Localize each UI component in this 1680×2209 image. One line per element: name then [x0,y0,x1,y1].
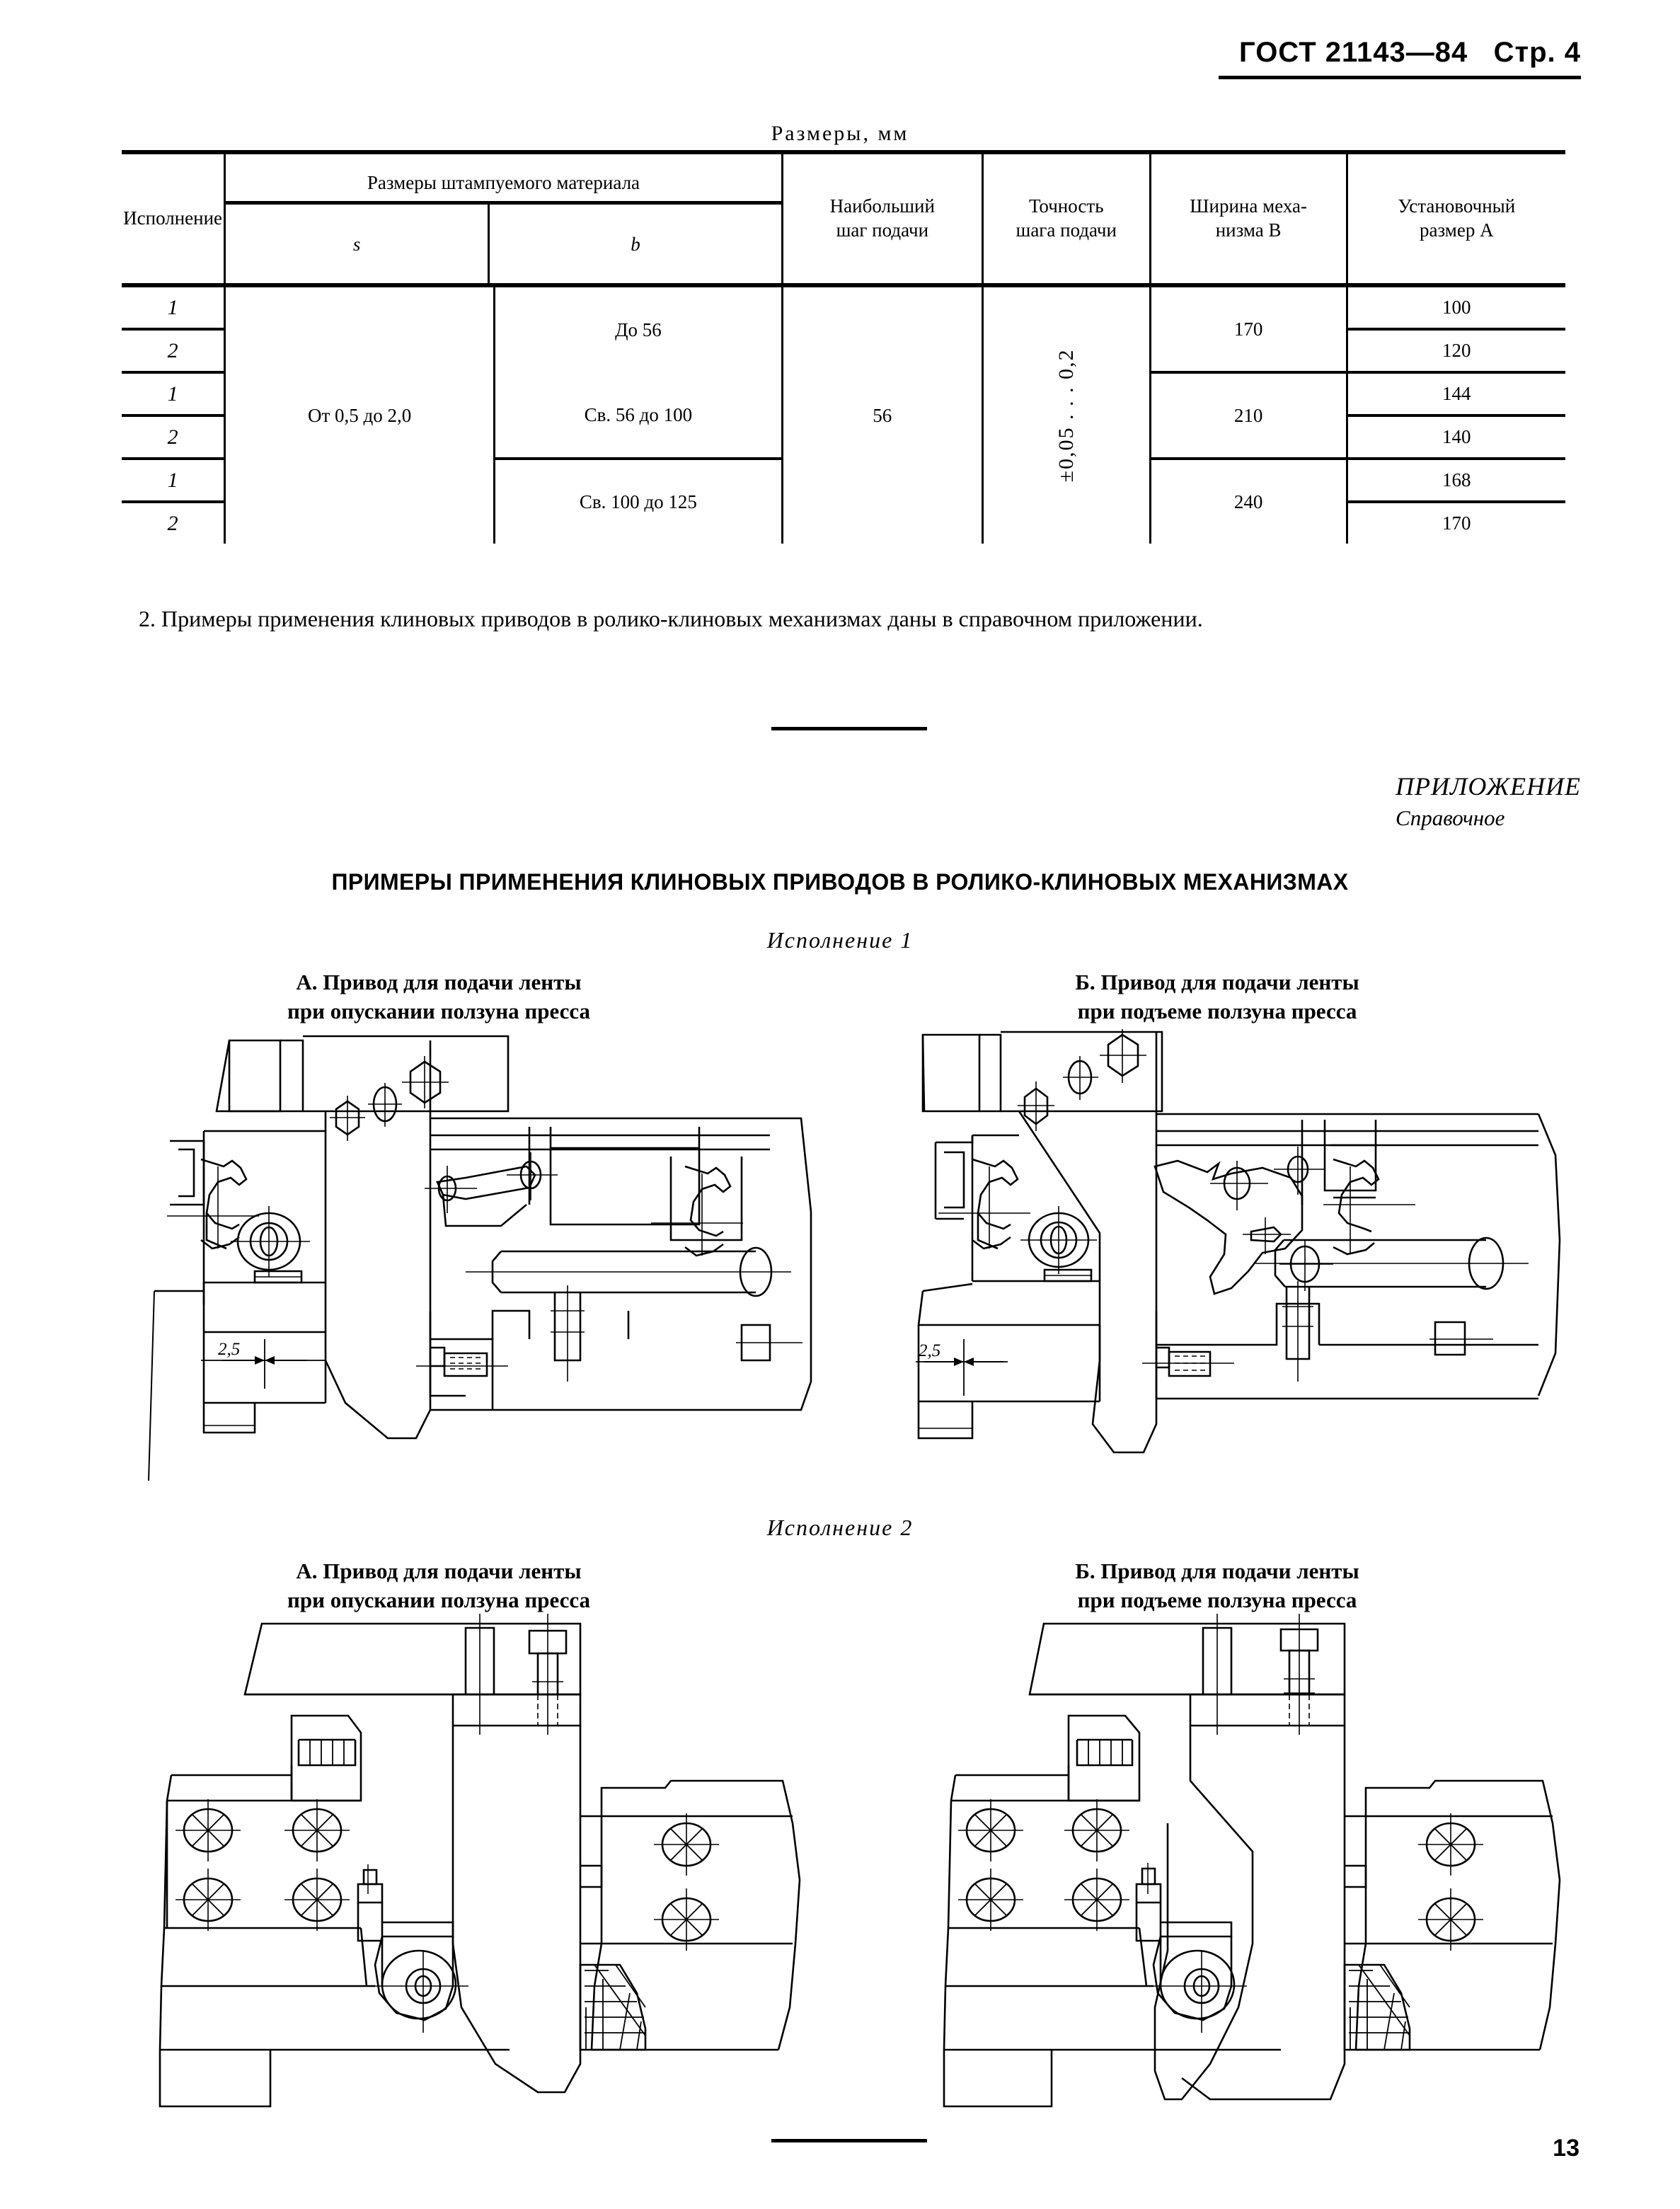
appendix-label-main: ПРИЛОЖЕНИЕ [1396,772,1581,801]
cell-setup-a-value: 100 [1345,283,1565,331]
technical-drawing-1b: 2,5 [880,1028,1574,1481]
col-header-s: s [352,234,361,256]
cell-max-step-value: 56 [781,283,983,544]
cell-ispolnenie: 2 [122,415,225,460]
cell-setup-a-value: 170 [1345,502,1565,544]
cell-width-b-value: 170 [1149,283,1347,374]
header-rule [1219,76,1581,79]
figure-caption-2b-line1: Б. Привод для подачи ленты [1075,1559,1359,1583]
col-header-accuracy-line2: шага подачи [1016,219,1117,241]
page-header: ГОСТ 21143—84 Стр. 4 [1219,37,1581,79]
cell-width-b-value: 210 [1149,372,1347,460]
table-body: 1 От 0,5 до 2,0 До 56 56 ±0,05 . . . 0,2… [122,283,1565,544]
table-row: 1 От 0,5 до 2,0 До 56 56 ±0,05 . . . 0,2… [122,283,1565,544]
variant-heading-2: Исполнение 2 [766,1515,914,1540]
col-header-setup-a-line1: Установочный [1398,195,1516,217]
figure-caption-2a-line2: при опускании ползуна пресса [287,1587,590,1612]
cell-b-value: Св. 56 до 100 [493,372,783,460]
figure-caption-2a: А. Привод для подачи ленты при опускании… [170,1557,708,1615]
col-header-setup-a-line2: размер A [1420,219,1494,241]
dimensions-table: Исполнение Размеры штампуемого материала… [122,150,1565,544]
table-row: 1 Св. 100 до 125 240 168 [122,459,1565,544]
technical-drawing-2b [927,1611,1578,2121]
cell-b-value: До 56 [493,283,783,372]
cell-b-value: Св. 100 до 125 [493,459,783,544]
cell-ispolnenie: 2 [167,511,178,535]
col-header-material-group-label: Размеры штампуемого материала [226,164,781,205]
page-label: Стр. 4 [1493,37,1581,68]
cell-setup-a-value: 168 [1345,459,1565,503]
table-row: 2 170 [122,502,1565,544]
table-caption: Размеры, мм [771,122,909,145]
table-row: 2 140 [122,415,1565,460]
footer-divider [771,2139,927,2142]
accuracy-value-text: ±0,05 . . . 0,2 [1054,348,1078,483]
col-header-accuracy: Точность шага подачи [981,150,1151,285]
dimension-label-2-5: 2,5 [919,1341,940,1360]
cell-setup-a-value: 144 [1345,372,1565,417]
standard-number: ГОСТ 21143—84 [1239,37,1468,68]
col-header-ispolnenie: Исполнение [122,150,225,285]
figure-caption-1a: А. Привод для подачи ленты при опускании… [170,968,708,1026]
figure-caption-1b: Б. Привод для подачи ленты при подъеме п… [948,968,1486,1026]
col-header-max-step-line2: шаг подачи [836,219,929,241]
section-divider [771,727,927,730]
col-header-setup-a: Установочный размер A [1345,150,1565,285]
variant-heading-1: Исполнение 1 [766,927,914,953]
cell-s-value: От 0,5 до 2,0 [224,283,495,544]
page-number: 13 [1553,2135,1580,2162]
figure-caption-2a-line1: А. Привод для подачи ленты [296,1559,582,1583]
col-header-max-step-line1: Наибольший [829,195,935,217]
col-header-width-b-line1: Ширина меха- [1190,195,1307,217]
col-header-accuracy-line1: Точность [1028,195,1104,217]
cell-accuracy-value: ±0,05 . . . 0,2 [981,283,1151,544]
col-header-max-step: Наибольший шаг подачи [781,150,983,285]
technical-drawing-2a [142,1611,835,2121]
figure-caption-1b-line2: при подъеме ползуна пресса [1077,998,1357,1023]
figure-caption-2b: Б. Привод для подачи ленты при подъеме п… [948,1557,1486,1615]
appendix-title: ПРИМЕРЫ ПРИМЕНЕНИЯ КЛИНОВЫХ ПРИВОДОВ В Р… [331,869,1349,895]
cell-width-b-value: 240 [1149,459,1347,544]
figure-caption-1b-line1: Б. Привод для подачи ленты [1075,970,1359,994]
note-text: 2. Примеры применения клиновых приводов … [139,606,1203,631]
figure-caption-1a-line2: при опускании ползуна пресса [287,998,590,1023]
cell-ispolnenie: 2 [122,329,225,374]
appendix-label: ПРИЛОЖЕНИЕ Справочное [1396,771,1581,831]
standard-designation: ГОСТ 21143—84 Стр. 4 [1219,37,1581,69]
col-header-b: b [488,205,781,285]
cell-setup-a-value: 120 [1345,329,1565,374]
cell-ispolnenie: 1 [122,283,225,331]
col-header-width-b: Ширина меха- низма B [1149,150,1347,285]
dimensions-table-wrap: Исполнение Размеры штампуемого материала… [122,150,1565,544]
cell-ispolnenie: 1 [122,372,225,417]
appendix-label-sub: Справочное [1396,805,1505,830]
dimension-label-2-5: 2,5 [218,1340,240,1359]
accuracy-rotated-wrap: ±0,05 . . . 0,2 [984,287,1149,544]
table-row: 2 120 [122,329,1565,374]
table-head: Исполнение Размеры штампуемого материала… [122,150,1565,285]
figure-caption-2b-line2: при подъеме ползуна пресса [1077,1587,1357,1612]
note-paragraph: 2. Примеры применения клиновых приводов … [92,603,1588,635]
figure-caption-1a-line1: А. Привод для подачи ленты [296,970,582,994]
table-row: 1 Св. 56 до 100 210 144 [122,372,1565,460]
col-header-width-b-line2: низма B [1215,219,1282,241]
cell-ispolnenie: 1 [122,459,225,503]
technical-drawing-1a: 2,5 [133,1028,841,1481]
col-header-material-group: Размеры штампуемого материала s b [224,150,783,285]
cell-setup-a-value: 140 [1345,415,1565,460]
